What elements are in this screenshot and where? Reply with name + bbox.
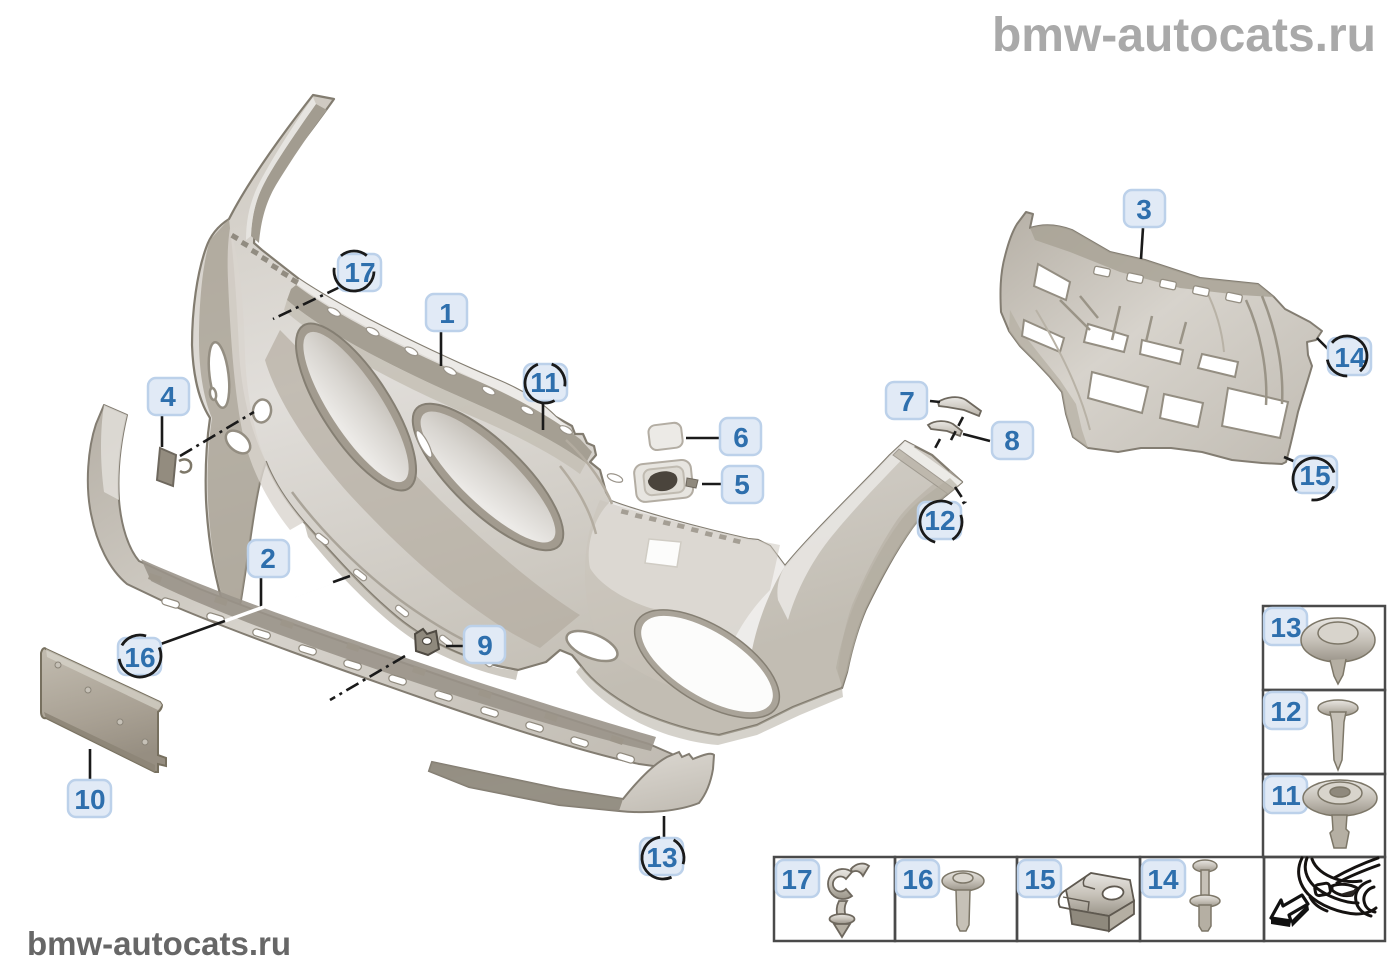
svg-text:16: 16 <box>124 642 155 673</box>
svg-text:10: 10 <box>74 784 105 815</box>
svg-text:17: 17 <box>781 864 812 895</box>
svg-text:13: 13 <box>646 842 677 873</box>
svg-text:13: 13 <box>1270 612 1301 643</box>
svg-text:12: 12 <box>924 505 955 536</box>
svg-text:11: 11 <box>530 367 560 398</box>
svg-text:15: 15 <box>1024 864 1055 895</box>
svg-text:14: 14 <box>1334 342 1366 373</box>
svg-text:4: 4 <box>160 381 176 412</box>
svg-text:12: 12 <box>1270 696 1301 727</box>
svg-text:5: 5 <box>734 469 750 500</box>
svg-text:6: 6 <box>733 422 749 453</box>
svg-text:2: 2 <box>260 543 276 574</box>
svg-text:14: 14 <box>1147 864 1179 895</box>
svg-text:15: 15 <box>1299 460 1330 491</box>
svg-text:7: 7 <box>899 386 915 417</box>
svg-text:1: 1 <box>439 298 455 329</box>
svg-text:16: 16 <box>902 864 933 895</box>
svg-text:8: 8 <box>1004 425 1020 456</box>
svg-text:9: 9 <box>477 630 493 661</box>
svg-text:3: 3 <box>1136 194 1152 225</box>
svg-text:11: 11 <box>1271 780 1301 811</box>
